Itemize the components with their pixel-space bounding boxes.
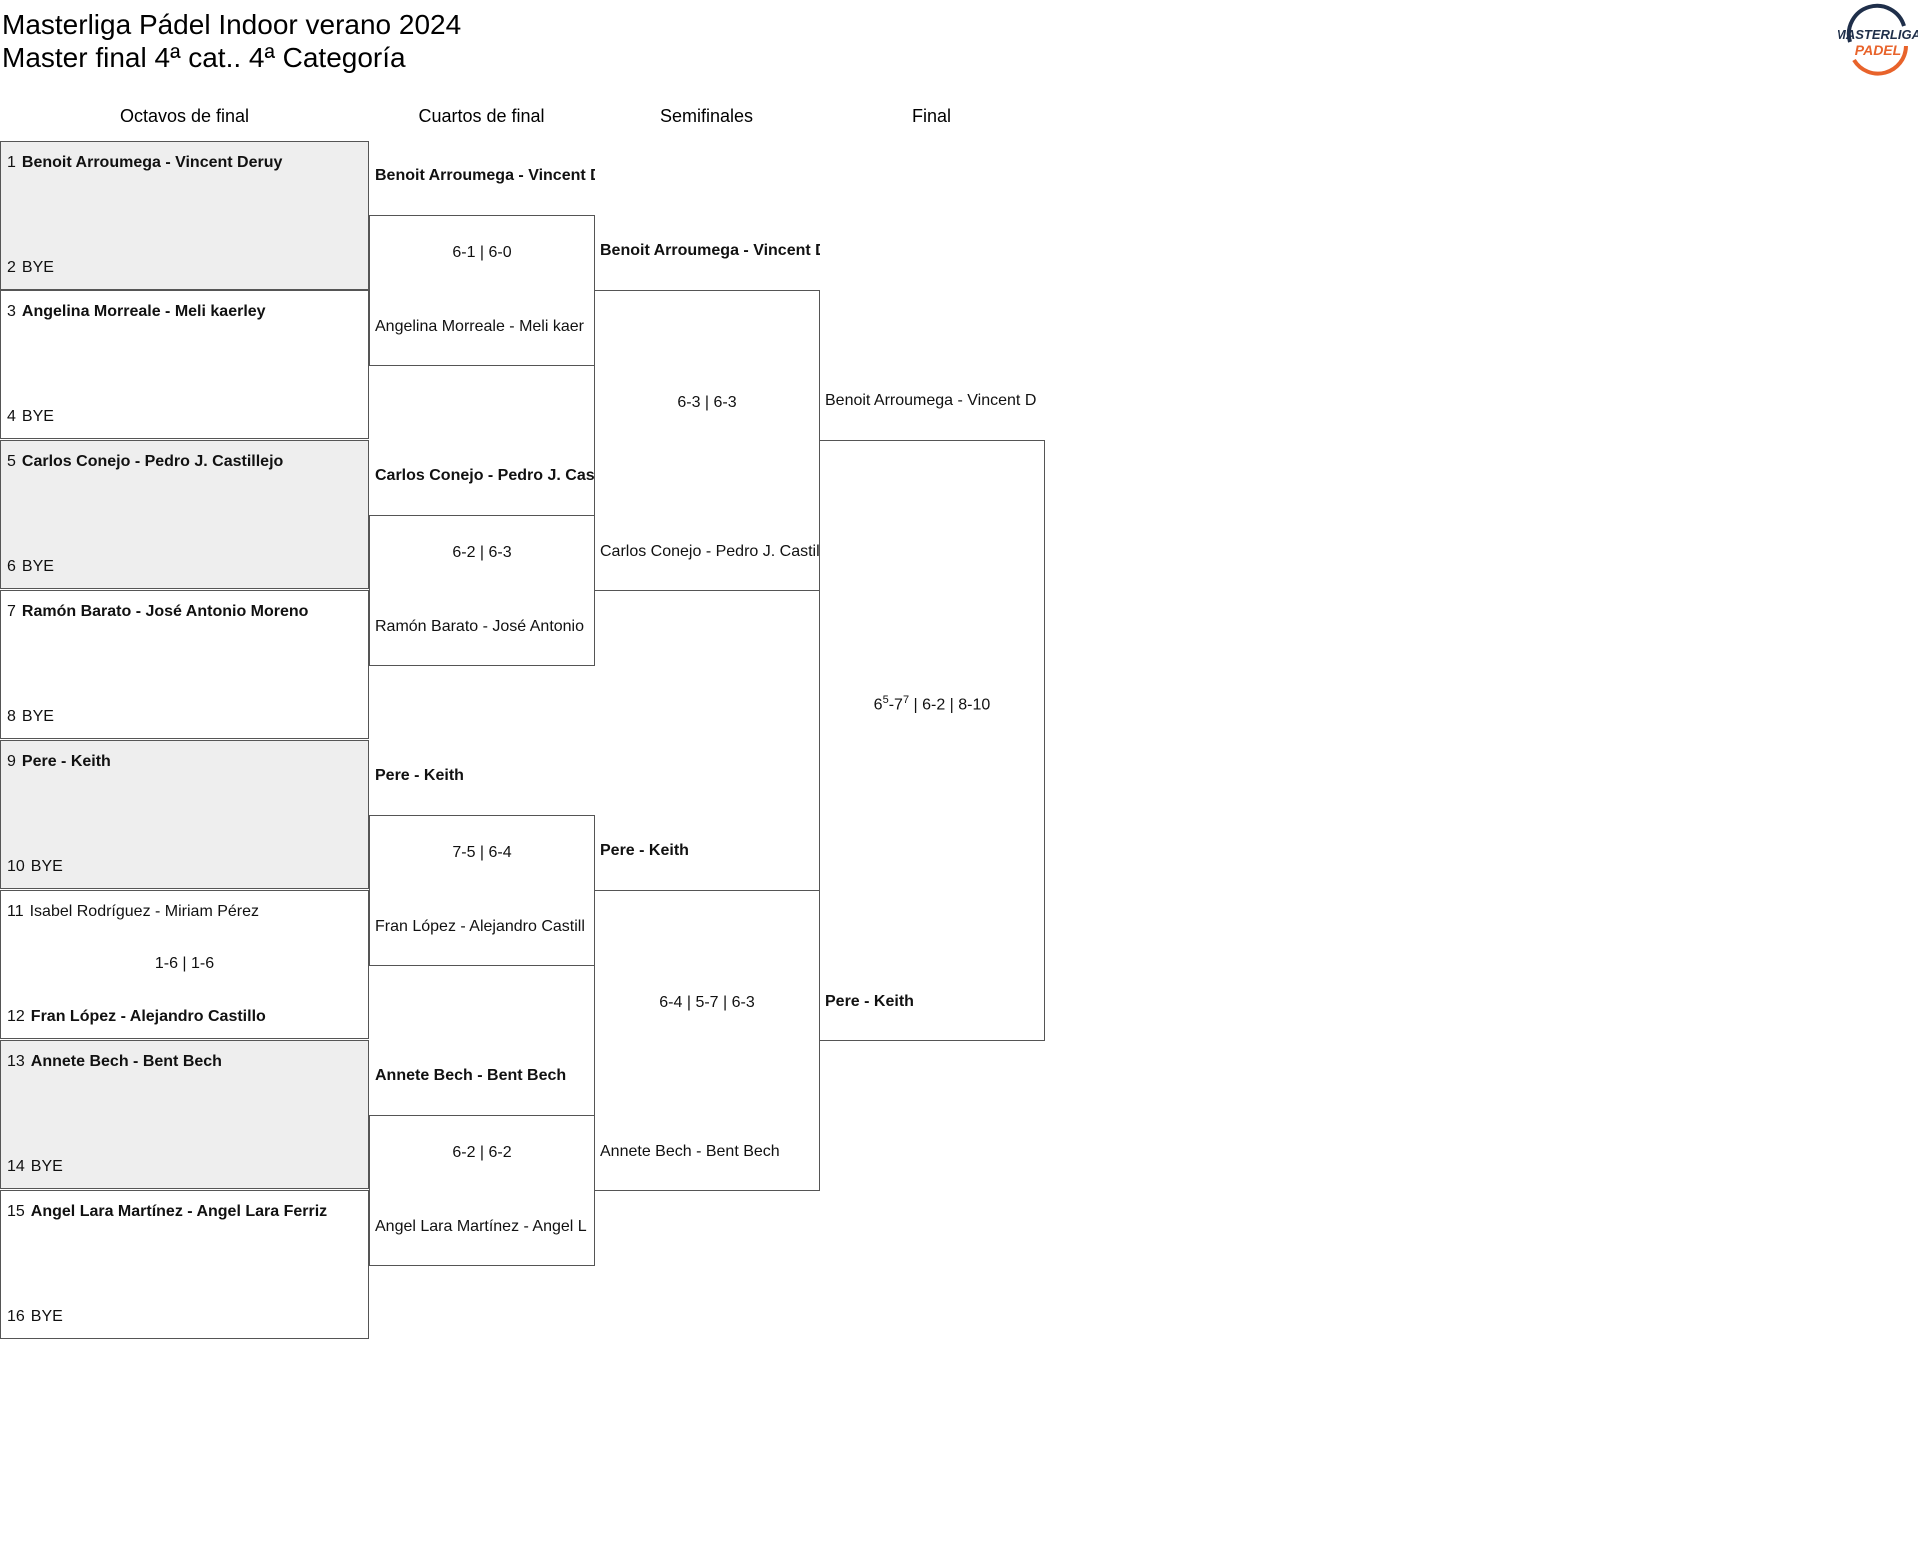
team-name: Angelina Morreale - Meli kaerley <box>21 303 266 320</box>
team-name: Annete Bech - Bent Bech <box>30 1053 222 1070</box>
final-team-a: Benoit Arroumega - Vincent D <box>825 392 1037 409</box>
cuartos-bracket-2 <box>369 515 595 666</box>
cuartos-bracket-4 <box>369 1115 595 1266</box>
team-name: Angel Lara Martínez - Angel Lara Ferriz <box>30 1203 328 1220</box>
bye-label: BYE <box>30 1158 63 1175</box>
cuartos-1-team-a: Benoit Arroumega - Vincent D <box>375 167 595 184</box>
semis-1-team-b: Carlos Conejo - Pedro J. Castil <box>600 543 819 560</box>
bye-label: BYE <box>21 408 54 425</box>
masterliga-logo: MASTERLIGA PADEL <box>1838 3 1918 76</box>
bye-label: BYE <box>30 1308 63 1325</box>
cuartos-2-team-a: Carlos Conejo - Pedro J. Castil <box>375 467 595 484</box>
round-header-semifinales: Semifinales <box>659 106 754 126</box>
team-name: Carlos Conejo - Pedro J. Castillejo <box>21 453 284 470</box>
final-team-b: Pere - Keith <box>825 993 914 1010</box>
logo-text-bottom: PADEL <box>1855 42 1901 58</box>
category-title: Master final 4ª cat.. 4ª Categoría <box>2 42 406 73</box>
semis-2-score: 6-4 | 5-7 | 6-3 <box>659 994 755 1011</box>
cuartos-1-team-b: Angelina Morreale - Meli kaer <box>375 318 584 335</box>
final-score: 65-77 | 6-2 | 8-10 <box>873 694 991 714</box>
cuartos-2-team-b: Ramón Barato - José Antonio <box>375 618 585 635</box>
cuartos-bracket-3 <box>369 815 595 966</box>
cuartos-4-team-b: Angel Lara Martínez - Angel L <box>375 1218 587 1235</box>
logo-text-top: MASTERLIGA <box>1838 27 1918 42</box>
final-bracket <box>819 440 1045 1041</box>
team-name: Isabel Rodríguez - Miriam Pérez <box>29 903 260 920</box>
cuartos-3-team-a: Pere - Keith <box>375 767 464 784</box>
team-name: Ramón Barato - José Antonio Moreno <box>21 603 309 620</box>
team-name: Benoit Arroumega - Vincent Deruy <box>21 154 283 171</box>
cuartos-1-score: 6-1 | 6-0 <box>452 244 512 261</box>
cuartos-2-score: 6-2 | 6-3 <box>452 544 512 561</box>
team-name: Pere - Keith <box>21 753 111 770</box>
semis-bracket-2 <box>594 890 820 1191</box>
semis-2-team-a: Pere - Keith <box>600 842 689 859</box>
bye-label: BYE <box>30 858 63 875</box>
semis-1-team-a: Benoit Arroumega - Vincent D <box>600 242 820 259</box>
cuartos-4-team-a: Annete Bech - Bent Bech <box>375 1067 567 1084</box>
cuartos-4-score: 6-2 | 6-2 <box>452 1144 512 1161</box>
cuartos-3-score: 7-5 | 6-4 <box>452 844 512 861</box>
tournament-title: Masterliga Pádel Indoor verano 2024 <box>2 9 462 40</box>
round-header-final: Final <box>911 106 951 126</box>
bye-label: BYE <box>21 259 54 276</box>
match-score: 1-6 | 1-6 <box>154 955 215 972</box>
semis-1-score: 6-3 | 6-3 <box>677 394 737 411</box>
team-name: Fran López - Alejandro Castillo <box>30 1008 266 1025</box>
cuartos-3-team-b: Fran López - Alejandro Castill <box>375 918 585 935</box>
cuartos-bracket-1 <box>369 215 595 366</box>
round-header-cuartos: Cuartos de final <box>418 106 545 126</box>
semis-bracket-1 <box>594 290 820 591</box>
bye-label: BYE <box>21 558 54 575</box>
bye-label: BYE <box>21 708 54 725</box>
round-header-octavos: Octavos de final <box>119 106 250 126</box>
semis-2-team-b: Annete Bech - Bent Bech <box>600 1143 780 1160</box>
